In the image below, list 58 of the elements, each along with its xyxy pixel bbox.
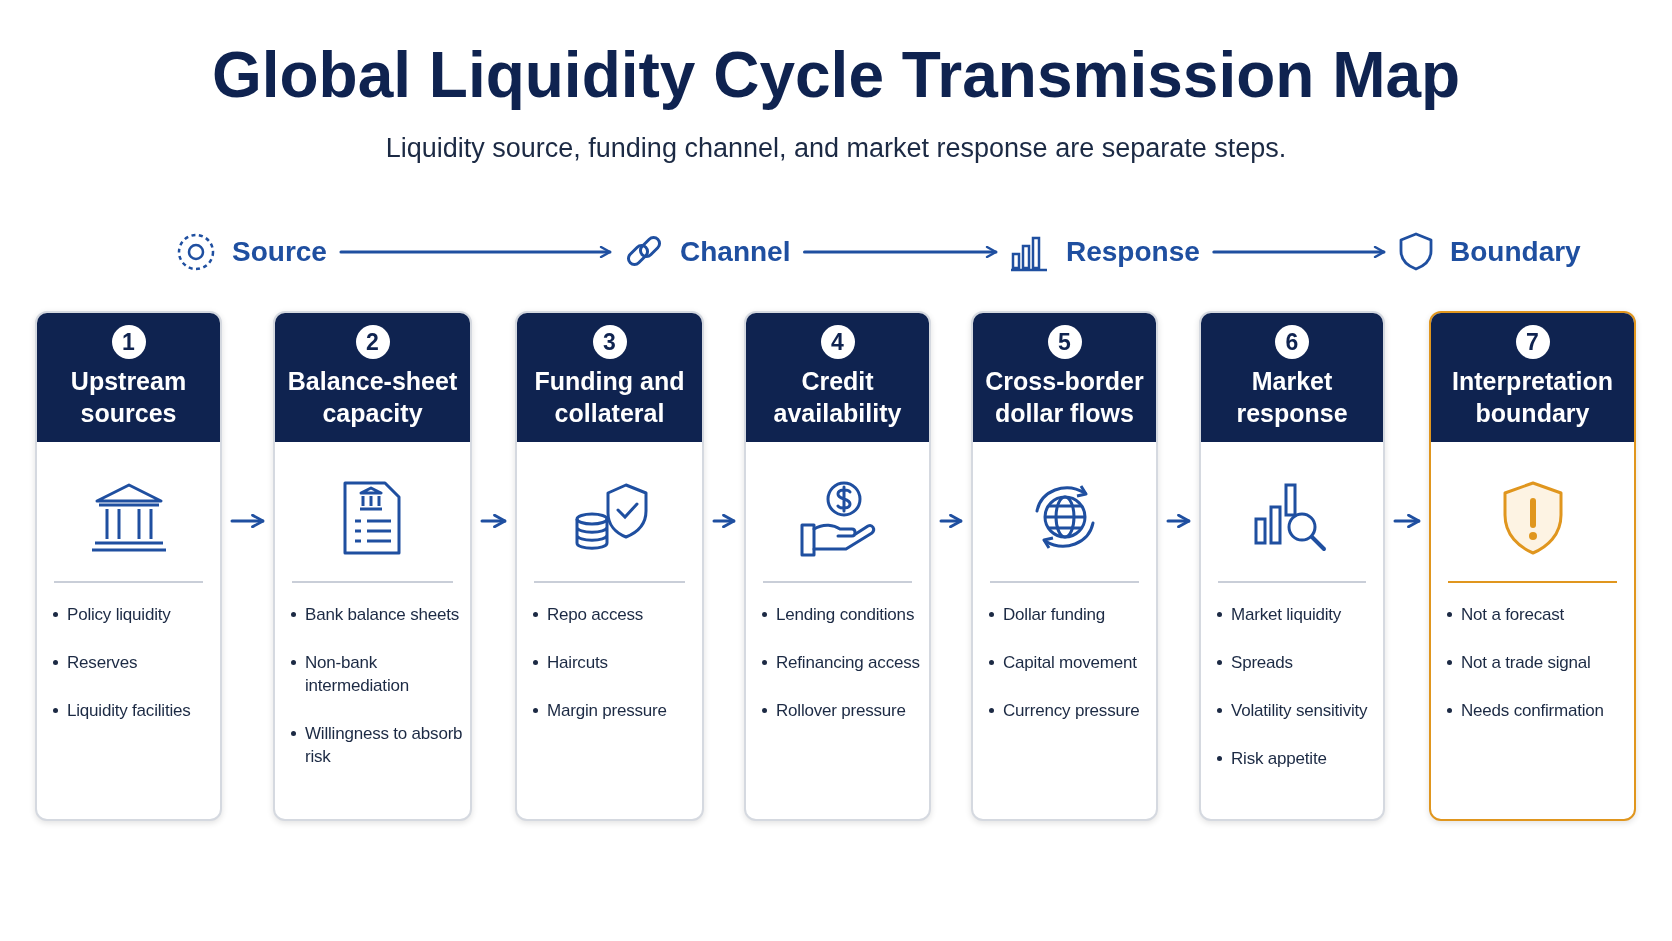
bullet-item: Willingness to absorb risk xyxy=(289,722,466,768)
bullet-item: Non-bank intermediation xyxy=(289,651,466,697)
step-number: 4 xyxy=(820,325,855,359)
card-title: Market response xyxy=(1235,366,1349,429)
bullet-item: Currency pressure xyxy=(987,699,1152,722)
bullet-item: Policy liquidity xyxy=(51,603,216,626)
subtitle: Liquidity source, funding channel, and market response are separate steps. xyxy=(384,133,1288,164)
bullet-item: Refinancing access xyxy=(760,651,925,674)
step-number: 7 xyxy=(1515,325,1550,359)
bullet-item: Market liquidity xyxy=(1215,603,1379,626)
card-title: Balance-sheet capacity xyxy=(286,366,459,429)
step-label: Channel xyxy=(680,236,791,268)
bullet-item: Spreads xyxy=(1215,651,1379,674)
bullet-item: Bank balance sheets xyxy=(289,603,466,626)
step-number: 2 xyxy=(355,325,390,359)
bullet-item: Needs confirmation xyxy=(1445,699,1630,722)
step-number: 3 xyxy=(592,325,627,359)
bullet-item: Repo access xyxy=(531,603,698,626)
card-title: Interpretation boundary xyxy=(1450,366,1615,429)
arrow xyxy=(939,513,963,529)
card-title: Cross-border dollar flows xyxy=(984,366,1145,429)
step-number: 1 xyxy=(111,325,146,359)
step-number: 5 xyxy=(1047,325,1082,359)
arrow xyxy=(480,513,507,529)
step-card xyxy=(744,311,931,821)
step-label: Response xyxy=(1066,236,1200,268)
arrow xyxy=(712,513,736,529)
bullet-item: Rollover pressure xyxy=(760,699,925,722)
bullet-item: Risk appetite xyxy=(1215,747,1379,770)
card-title: Upstream sources xyxy=(69,366,188,429)
bullet-item: Dollar funding xyxy=(987,603,1152,626)
title: Global Liquidity Cycle Transmission Map xyxy=(210,38,1462,112)
step-card xyxy=(971,311,1158,821)
bullet-item: Volatility sensitivity xyxy=(1215,699,1379,722)
step-number: 6 xyxy=(1275,325,1309,359)
bullet-item: Lending conditions xyxy=(760,603,925,626)
bullet-item: Haircuts xyxy=(531,651,698,674)
arrow xyxy=(1212,245,1386,259)
arrow xyxy=(1166,513,1191,529)
step-card xyxy=(35,311,222,821)
card-title: Credit availability xyxy=(772,366,903,429)
step-card xyxy=(1429,311,1636,821)
arrow xyxy=(802,245,998,259)
bullet-item: Reserves xyxy=(51,651,216,674)
arrow xyxy=(1393,513,1421,529)
arrow xyxy=(230,513,265,529)
bullet-item: Not a forecast xyxy=(1445,603,1630,626)
step-label: Boundary xyxy=(1450,236,1581,268)
step-label: Source xyxy=(232,236,327,268)
bullet-item: Capital movement xyxy=(987,651,1152,674)
bullet-item: Liquidity facilities xyxy=(51,699,216,722)
card-title: Funding and collateral xyxy=(533,366,686,429)
step-card xyxy=(1199,311,1385,821)
step-card xyxy=(273,311,472,821)
step-card xyxy=(515,311,704,821)
bullet-item: Not a trade signal xyxy=(1445,651,1630,674)
arrow xyxy=(339,245,612,259)
bullet-item: Margin pressure xyxy=(531,699,698,722)
